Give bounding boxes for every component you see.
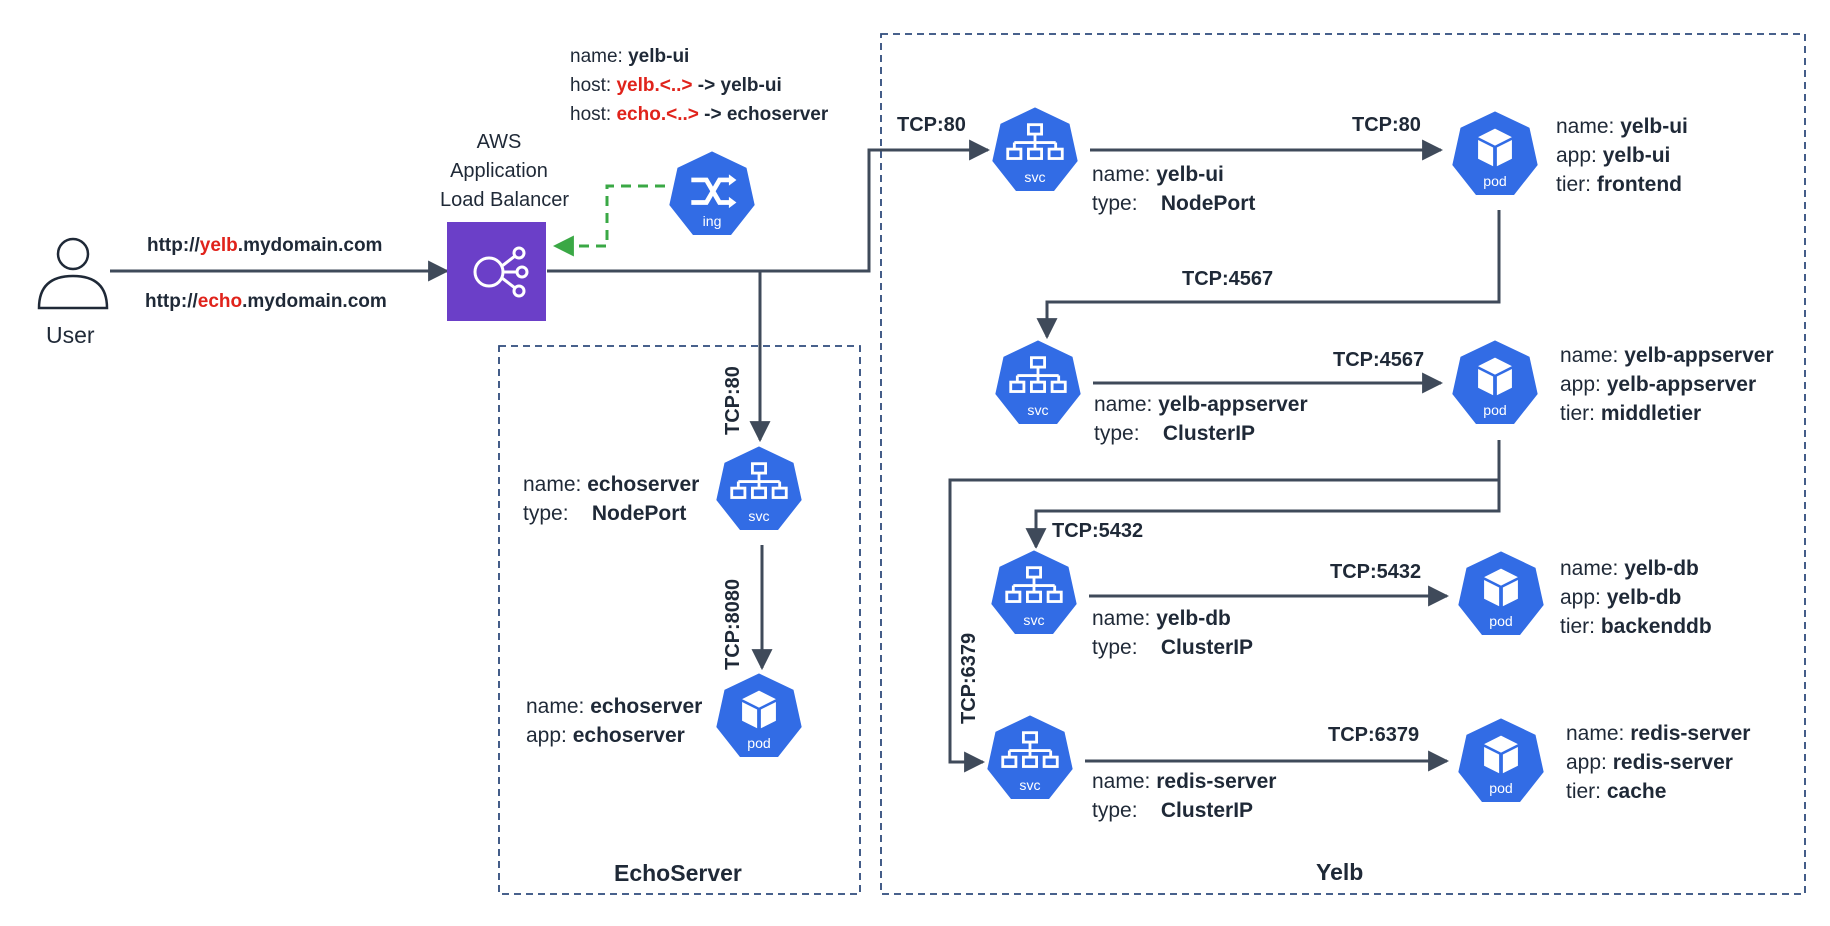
- port-redis-svc-to-pod: TCP:6379: [1328, 724, 1420, 746]
- pod-icon-label: pod: [1489, 613, 1513, 629]
- yelb-group-box: [880, 33, 1806, 895]
- redis-server-pod-icon: pod: [1455, 715, 1547, 805]
- yelb-ui-pod-icon: pod: [1449, 108, 1541, 198]
- echoserver-pod-icon: pod: [713, 670, 805, 760]
- yelb-appserver-pod-info: name: yelb-appserver app: yelb-appserver…: [1560, 344, 1774, 425]
- yelb-ui-svc-info: name: yelb-ui type: NodePort: [1092, 163, 1256, 215]
- user-label: User: [46, 322, 95, 348]
- port-yelb-ui-svc-to-pod: TCP:80: [1352, 114, 1421, 136]
- ingress-to-alb-arrow: [552, 184, 665, 257]
- port-alb-to-echo-svc: TCP:80: [722, 366, 744, 435]
- yelb-db-svc-icon: svc: [988, 547, 1080, 637]
- yelb-appserver-svc-icon: svc: [992, 337, 1084, 427]
- port-db-svc-to-pod: TCP:5432: [1330, 561, 1422, 583]
- port-appserver-to-redis-svc: TCP:6379: [958, 632, 980, 724]
- svc-icon-label: svc: [1019, 777, 1040, 793]
- port-appserver-svc-to-pod: TCP:4567: [1333, 349, 1425, 371]
- redis-server-svc-icon: svc: [984, 712, 1076, 802]
- alb-to-yelb-ui-svc-arrow: [547, 139, 991, 273]
- ingress-info: name: yelb-ui host: yelb.<..> -> yelb-ui…: [570, 46, 829, 125]
- echoserver-svc-icon: svc: [713, 443, 805, 533]
- pod-icon-label: pod: [1483, 402, 1507, 418]
- yelb-ui-pod-info: name: yelb-ui app: yelb-ui tier: fronten…: [1556, 115, 1688, 196]
- redis-server-svc-info: name: redis-server type: ClusterIP: [1092, 770, 1277, 822]
- yelb-appserver-pod-icon: pod: [1449, 337, 1541, 427]
- ingress-icon-label: ing: [703, 213, 722, 229]
- svc-icon-label: svc: [1027, 402, 1048, 418]
- port-echo-svc-to-pod: TCP:8080: [722, 578, 744, 670]
- echo-url: http://echo.mydomain.com: [145, 291, 387, 312]
- port-appserver-to-db-svc: TCP:5432: [1052, 520, 1144, 542]
- appserver-to-db-svc-arrow: [1025, 440, 1501, 550]
- echoserver-svc-info: name: echoserver type: NodePort: [523, 473, 700, 525]
- yelb-appserver-svc-info: name: yelb-appserver type: ClusterIP: [1094, 393, 1308, 445]
- port-ui-pod-to-appserver-svc: TCP:4567: [1182, 268, 1274, 290]
- echoserver-pod-info: name: echoserver app: echoserver: [526, 695, 703, 747]
- yelb-db-svc-info: name: yelb-db type: ClusterIP: [1092, 607, 1254, 659]
- redis-server-pod-info: name: redis-server app: redis-server tie…: [1566, 722, 1751, 803]
- pod-icon-label: pod: [747, 735, 771, 751]
- echoserver-group-title: EchoServer: [614, 860, 742, 886]
- ui-pod-to-appserver-svc-arrow: [1036, 210, 1501, 340]
- yelb-group-title: Yelb: [1316, 859, 1364, 885]
- appserver-to-redis-svc-arrow: [948, 478, 1499, 773]
- yelb-ui-svc-icon: svc: [989, 104, 1081, 194]
- user-icon: [37, 237, 109, 310]
- pod-icon-label: pod: [1483, 173, 1507, 189]
- svc-icon-label: svc: [1024, 169, 1045, 185]
- echoserver-group-box: [498, 345, 861, 895]
- alb-label: AWS Application Load Balancer: [440, 131, 569, 211]
- yelb-db-pod-icon: pod: [1455, 548, 1547, 638]
- port-alb-to-yelb-ui-svc: TCP:80: [897, 114, 966, 136]
- pod-icon-label: pod: [1489, 780, 1513, 796]
- svc-icon-label: svc: [748, 508, 769, 524]
- ingress-icon: ing: [666, 148, 758, 238]
- load-balancer-icon: [447, 222, 546, 321]
- yelb-url: http://yelb.mydomain.com: [147, 235, 383, 256]
- yelb-db-pod-info: name: yelb-db app: yelb-db tier: backend…: [1560, 557, 1712, 638]
- svc-icon-label: svc: [1023, 612, 1044, 628]
